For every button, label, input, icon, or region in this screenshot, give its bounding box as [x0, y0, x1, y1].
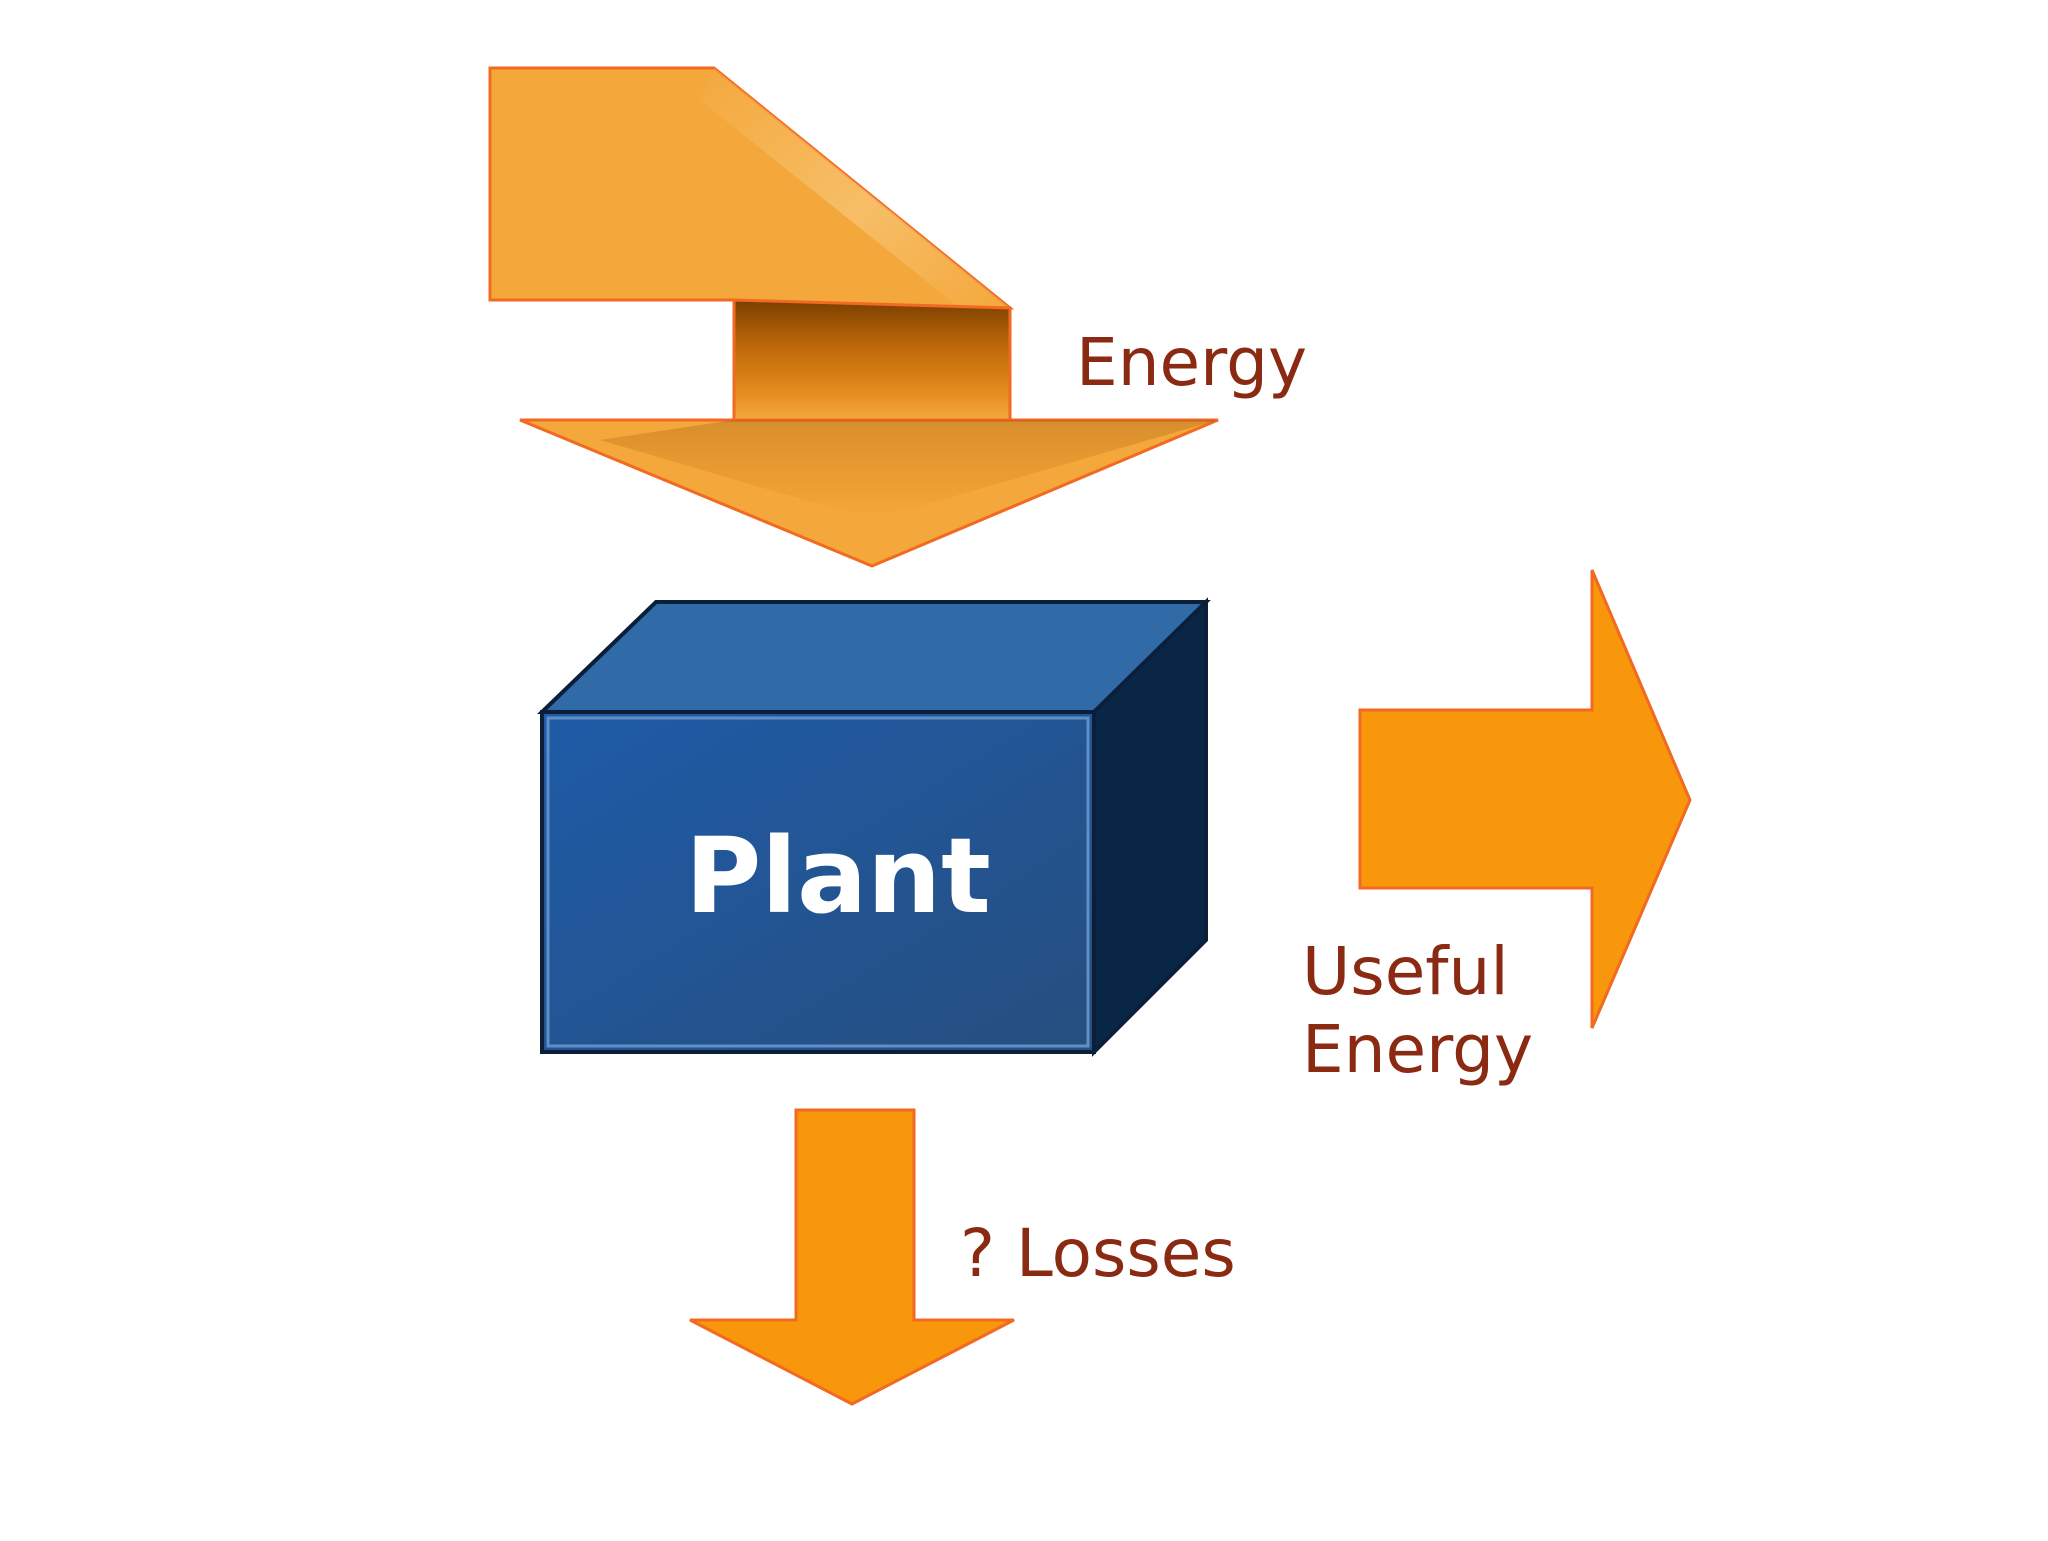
plant-box: Plant — [537, 597, 1211, 1057]
input-arrow-head-shade — [600, 420, 1218, 520]
plant-box-front — [540, 710, 1096, 1054]
output-label-line2: Energy — [1302, 1011, 1533, 1088]
output-label-line1: Useful — [1302, 933, 1509, 1010]
input-energy-arrow — [488, 66, 1219, 568]
input-arrow-fold-shaft — [732, 298, 1012, 422]
plant-label: Plant — [685, 815, 991, 937]
output-useful-energy-arrow — [1358, 569, 1692, 1029]
input-arrow-flap-sheen — [700, 68, 1010, 308]
input-energy-label: Energy — [1076, 324, 1307, 401]
loss-arrow — [689, 1108, 1015, 1406]
plant-box-front-bevel — [546, 716, 1090, 1048]
loss-label: ? Losses — [960, 1215, 1236, 1292]
plant-box-top — [537, 600, 1211, 714]
